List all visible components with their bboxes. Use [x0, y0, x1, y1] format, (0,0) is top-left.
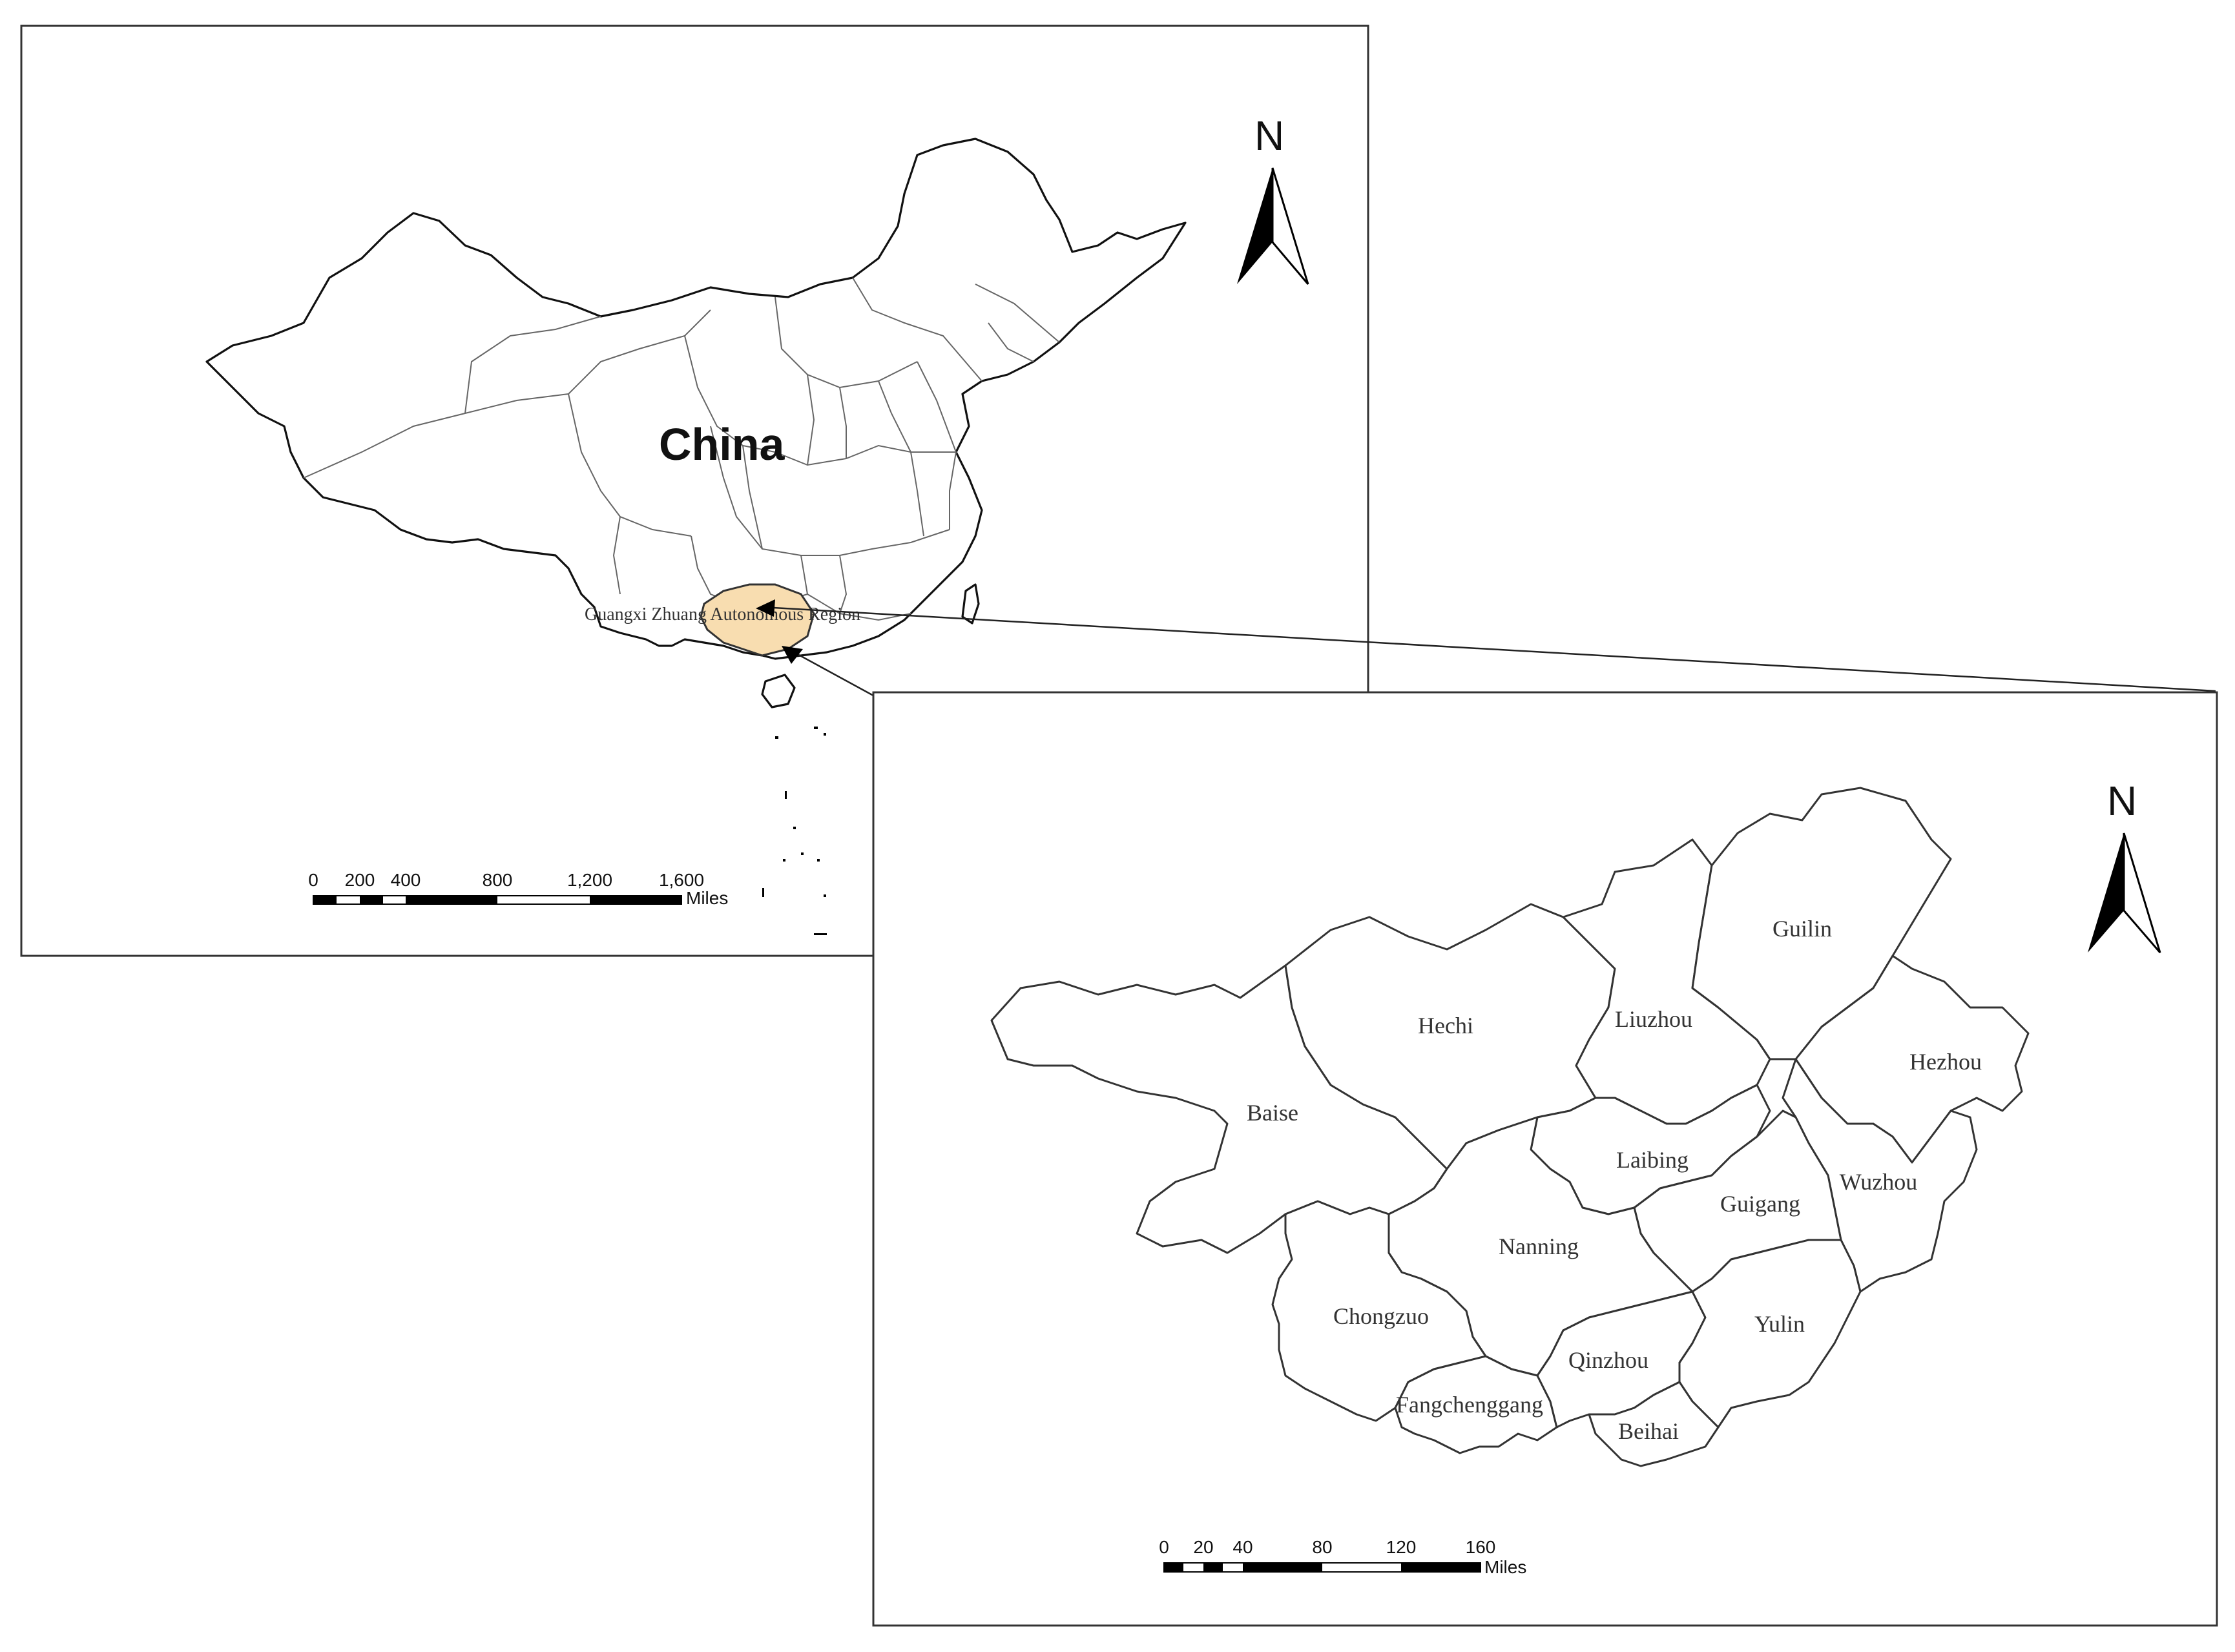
- overview-scale-bar: 0 200 400 800 1,200 1,600 Miles: [308, 870, 728, 908]
- detail-scale-bar: 0 20 40 80 120 160 Miles: [1159, 1537, 1526, 1577]
- north-arrow-label: N: [2107, 778, 2137, 824]
- city-label: Fangchenggang: [1396, 1392, 1543, 1418]
- yulin-region: [1678, 1239, 1862, 1429]
- city-label: Nanning: [1499, 1234, 1579, 1259]
- scale-tick: 160: [1466, 1537, 1496, 1557]
- south-sea-islands: [762, 727, 827, 935]
- country-label: China: [659, 419, 785, 470]
- city-label: Laibing: [1616, 1147, 1689, 1173]
- scale-tick: 1,600: [659, 870, 704, 890]
- fangchenggang-region: [1394, 1355, 1558, 1454]
- city-label: Yulin: [1754, 1311, 1805, 1337]
- city-label: Chongzuo: [1333, 1303, 1429, 1329]
- overview-map: China Guangxi Zhuang Autonomous Region N…: [20, 25, 1369, 957]
- hainan-island: [761, 674, 796, 708]
- scale-tick: 40: [1232, 1537, 1253, 1557]
- guangxi-highlight: [700, 583, 815, 657]
- north-arrow-label: N: [1254, 112, 1284, 159]
- region-label: Guangxi Zhuang Autonomous Region: [585, 604, 860, 625]
- scale-tick: 400: [391, 870, 421, 890]
- beihai-region: [1588, 1381, 1720, 1467]
- scale-unit: Miles: [686, 888, 728, 908]
- city-label: Qinzhou: [1568, 1347, 1648, 1373]
- city-label: Liuzhou: [1615, 1006, 1692, 1032]
- scale-tick: 800: [483, 870, 513, 890]
- scale-tick: 0: [1159, 1537, 1169, 1557]
- scale-tick: 0: [308, 870, 318, 890]
- city-label: Guigang: [1720, 1191, 1800, 1217]
- connector-lines: [762, 606, 2216, 697]
- scale-unit: Miles: [1484, 1557, 1526, 1577]
- scale-tick: 1,200: [567, 870, 612, 890]
- scale-tick: 120: [1386, 1537, 1417, 1557]
- north-arrow-icon: N: [1237, 112, 1309, 285]
- scale-tick: 80: [1312, 1537, 1332, 1557]
- scale-tick: 20: [1193, 1537, 1213, 1557]
- city-label: Guilin: [1772, 916, 1832, 942]
- city-label: Wuzhou: [1840, 1169, 1918, 1195]
- city-label: Beihai: [1618, 1418, 1679, 1444]
- city-label: Hezhou: [1909, 1049, 1982, 1075]
- city-label: Baise: [1247, 1100, 1298, 1126]
- taiwan-island: [961, 583, 980, 625]
- city-label: Hechi: [1418, 1013, 1473, 1038]
- north-arrow-icon: N: [2088, 778, 2161, 953]
- scale-tick: 200: [345, 870, 375, 890]
- pointer-arrows: [756, 599, 803, 664]
- detail-map: Guilin Hechi Liuzhou Hezhou Baise Laibin…: [872, 691, 2218, 1627]
- china-outline: [205, 138, 1187, 660]
